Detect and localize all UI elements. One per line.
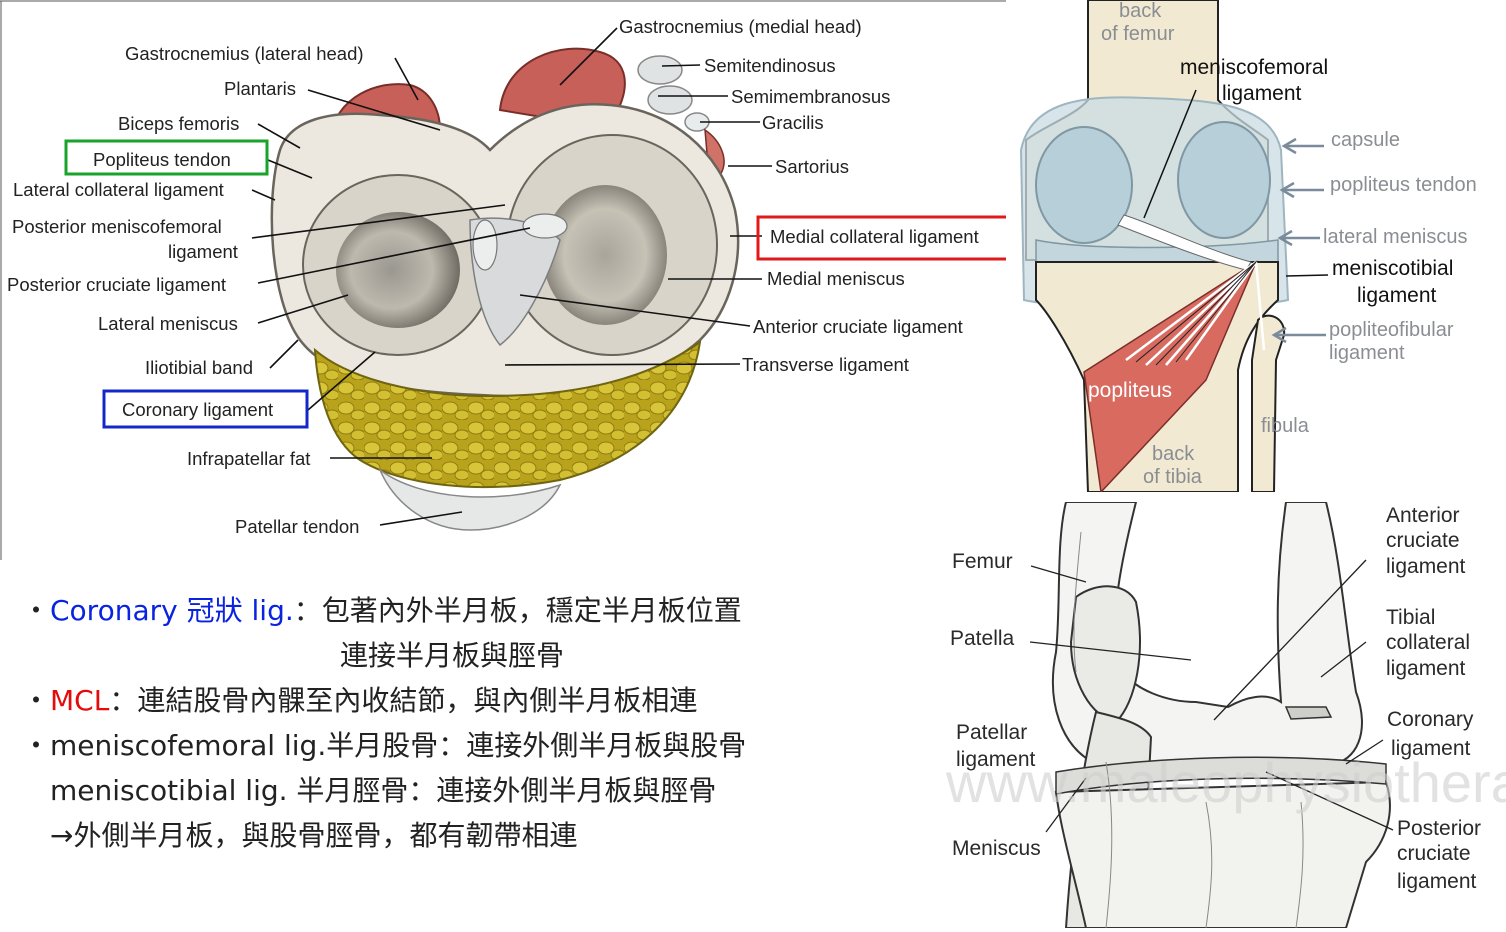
note-coronary: ・Coronary 冠狀 lig.：包著內外半月板，穩定半月板位置 <box>22 588 922 633</box>
note-summary: →外側半月板，與股骨脛骨，都有韌帶相連 <box>22 813 922 858</box>
infrapatellar-fat-shape <box>313 339 702 489</box>
label-popliteus-tendon-2: popliteus tendon <box>1330 174 1477 196</box>
label-lateral-collateral-ligament: Lateral collateral ligament <box>13 179 224 200</box>
label-meniscus: Meniscus <box>952 837 1041 860</box>
note-meniscofemoral-text: meniscofemoral lig.半月股骨：連接外側半月板與股骨 <box>50 729 747 762</box>
tibial-plateau-illustration: Gastrocnemius (lateral head) Plantaris B… <box>0 0 1020 860</box>
label-femur: Femur <box>952 550 1013 573</box>
popliteus-tendon-highlight-box <box>64 139 269 176</box>
label-tibial-collateral-3: ligament <box>1386 657 1466 680</box>
label-iliotibial-band: Iliotibial band <box>145 357 253 378</box>
note-meniscotibial: meniscotibial lig. 半月脛骨：連接外側半月板與脛骨 <box>22 768 922 813</box>
note-summary-text: →外側半月板，與股骨脛骨，都有韌帶相連 <box>50 819 578 852</box>
coronary-ligament-highlight-box <box>102 389 309 429</box>
label-meniscotibial-1: meniscotibial <box>1332 257 1453 280</box>
label-medial-meniscus: Medial meniscus <box>767 268 905 289</box>
label-gracilis: Gracilis <box>762 112 824 133</box>
label-popliteus-tendon: Popliteus tendon <box>93 149 231 170</box>
note-coronary-text: ：包著內外半月板，穩定半月板位置 <box>293 594 742 627</box>
label-coronary-1: Coronary <box>1387 708 1474 731</box>
note-meniscofemoral: ・meniscofemoral lig.半月股骨：連接外側半月板與股骨 <box>22 723 922 768</box>
label-posterior-cruciate-ligament: Posterior cruciate ligament <box>7 274 226 295</box>
label-meniscotibial-2: ligament <box>1357 284 1437 307</box>
label-posterior-meniscofemoral-2: ligament <box>168 241 238 262</box>
label-medial-collateral-ligament: Medial collateral ligament <box>770 226 979 247</box>
label-popliteofibular-2: ligament <box>1329 342 1405 364</box>
note-mcl-term: MCL <box>50 684 110 717</box>
note-mcl-text: ：連結股骨內髁至內收結節，與內側半月板相連 <box>109 684 698 717</box>
anterior-knee-illustration: www.maleophysiotherapy Femur Patella Pat… <box>945 501 1506 929</box>
label-posterior-cruciate-2: cruciate <box>1397 842 1471 865</box>
label-lateral-meniscus-2: lateral meniscus <box>1323 226 1468 248</box>
tibial-plateau-figure: Gastrocnemius (lateral head) Plantaris B… <box>0 0 1020 860</box>
label-anterior-cruciate-3: ligament <box>1386 555 1466 578</box>
label-anterior-cruciate-ligament: Anterior cruciate ligament <box>753 316 963 337</box>
label-popliteofibular-1: popliteofibular <box>1329 319 1454 341</box>
label-lateral-meniscus: Lateral meniscus <box>98 313 238 334</box>
medial-condyle <box>543 185 667 325</box>
bullet: ・ <box>22 594 51 627</box>
bullet: ・ <box>22 684 51 717</box>
label-back-of-femur-1: back <box>1119 0 1162 22</box>
label-transverse-ligament: Transverse ligament <box>742 354 909 375</box>
label-semitendinosus: Semitendinosus <box>704 55 836 76</box>
meniscus-sketch <box>1055 756 1387 795</box>
label-posterior-cruciate-1: Posterior <box>1397 817 1481 840</box>
label-gastrocnemius-lateral: Gastrocnemius (lateral head) <box>125 43 364 64</box>
anterior-knee-figure: www.maleophysiotherapy Femur Patella Pat… <box>945 501 1506 929</box>
label-anterior-cruciate-1: Anterior <box>1386 504 1460 527</box>
label-plantaris: Plantaris <box>224 78 296 99</box>
label-biceps-femoris: Biceps femoris <box>118 113 239 134</box>
note-coronary-continued: 連接半月板與脛骨 <box>340 639 565 672</box>
label-semimembranosus: Semimembranosus <box>731 86 890 107</box>
note-meniscotibial-text: meniscotibial lig. 半月脛骨：連接外側半月板與脛骨 <box>50 774 717 807</box>
label-back-of-tibia-1: back <box>1152 443 1195 465</box>
gastrocnemius-medial-shape <box>498 47 626 122</box>
label-coronary-ligament: Coronary ligament <box>122 399 273 420</box>
label-patellar-ligament-1: Patellar <box>956 721 1027 744</box>
watermark-text: www.maleophysiotherapy <box>946 751 1506 814</box>
note-coronary-term-tail: lig. <box>242 594 294 627</box>
label-meniscofemoral-1: meniscofemoral <box>1180 56 1328 79</box>
label-fibula: fibula <box>1261 415 1310 437</box>
label-infrapatellar-fat: Infrapatellar fat <box>187 448 310 469</box>
lateral-condyle <box>336 212 460 328</box>
note-coronary-term-cjk: 冠狀 <box>186 594 243 627</box>
label-tibial-collateral-2: collateral <box>1386 631 1470 654</box>
label-posterior-cruciate-3: ligament <box>1397 870 1477 893</box>
label-tibial-collateral-1: Tibial <box>1386 606 1435 629</box>
label-patellar-ligament-2: ligament <box>956 748 1036 771</box>
label-sartorius: Sartorius <box>775 156 849 177</box>
note-mcl: ・MCL：連結股骨內髁至內收結節，與內側半月板相連 <box>22 678 922 723</box>
label-patella: Patella <box>950 627 1015 650</box>
label-back-of-femur-2: of femur <box>1101 23 1175 45</box>
label-popliteus: popliteus <box>1088 379 1172 402</box>
label-meniscofemoral-2: ligament <box>1222 82 1302 105</box>
label-patellar-tendon: Patellar tendon <box>235 516 359 537</box>
patellar-tendon-shape <box>378 467 562 531</box>
label-coronary-2: ligament <box>1391 737 1471 760</box>
label-posterior-meniscofemoral: Posterior meniscofemoral <box>12 216 222 237</box>
patella-sketch <box>1069 585 1141 724</box>
note-coronary-term: Coronary <box>50 594 187 627</box>
posterior-knee-illustration: back of femur meniscofemoral ligament ca… <box>1006 0 1506 494</box>
bullet: ・ <box>22 729 51 762</box>
popliteus-muscle-shape <box>1083 260 1258 494</box>
label-gastrocnemius-medial: Gastrocnemius (medial head) <box>619 16 862 37</box>
label-anterior-cruciate-2: cruciate <box>1386 529 1460 552</box>
notes-block: ・Coronary 冠狀 lig.：包著內外半月板，穩定半月板位置 連接半月板與… <box>22 588 922 858</box>
posterior-knee-figure: back of femur meniscofemoral ligament ca… <box>1006 0 1506 494</box>
label-capsule: capsule <box>1331 129 1400 151</box>
label-back-of-tibia-2: of tibia <box>1143 466 1203 488</box>
